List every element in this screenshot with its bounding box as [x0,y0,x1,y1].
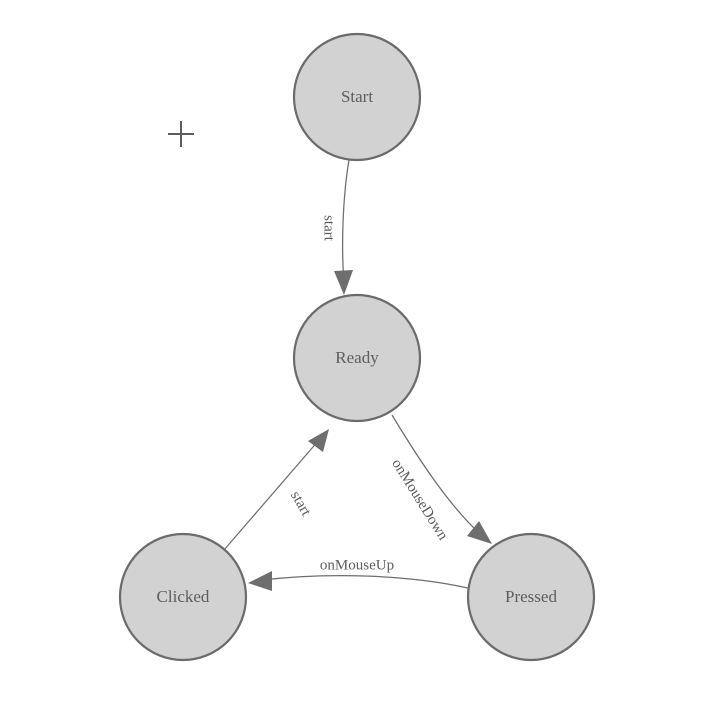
node-ready[interactable]: Ready [292,293,422,423]
node-circle[interactable] [466,532,596,662]
nodes-layer: Start Ready Clicked Pressed [118,32,596,662]
edge-line[interactable] [391,414,482,536]
node-label: Pressed [505,587,557,606]
edge-pressed-to-clicked[interactable]: onMouseUp [248,557,469,591]
arrowhead-icon [467,521,492,544]
edge-line[interactable] [261,574,469,589]
node-start[interactable]: Start [292,32,422,162]
node-label: Ready [335,348,379,367]
edge-line[interactable] [342,159,350,284]
edge-label-start: start [321,215,337,242]
arrowhead-icon [334,270,353,295]
edge-line[interactable] [223,439,320,551]
edge-label-onmousedown: onMouseDown [388,456,451,543]
node-label: Clicked [157,587,210,606]
edge-ready-to-pressed[interactable]: onMouseDown [388,414,492,544]
node-circle[interactable] [292,293,422,423]
node-pressed[interactable]: Pressed [466,532,596,662]
edge-label-onmouseup: onMouseUp [320,557,394,573]
edge-start-to-ready[interactable]: start [321,159,353,295]
arrowhead-icon [248,571,272,591]
node-circle[interactable] [292,32,422,162]
node-clicked[interactable]: Clicked [118,532,248,662]
arrowhead-icon [308,429,329,452]
node-circle[interactable] [118,532,248,662]
edge-clicked-to-ready[interactable]: start [223,429,329,551]
node-label: Start [341,87,373,106]
edge-label-start-2: start [287,489,314,520]
plus-marker-icon [168,121,194,147]
